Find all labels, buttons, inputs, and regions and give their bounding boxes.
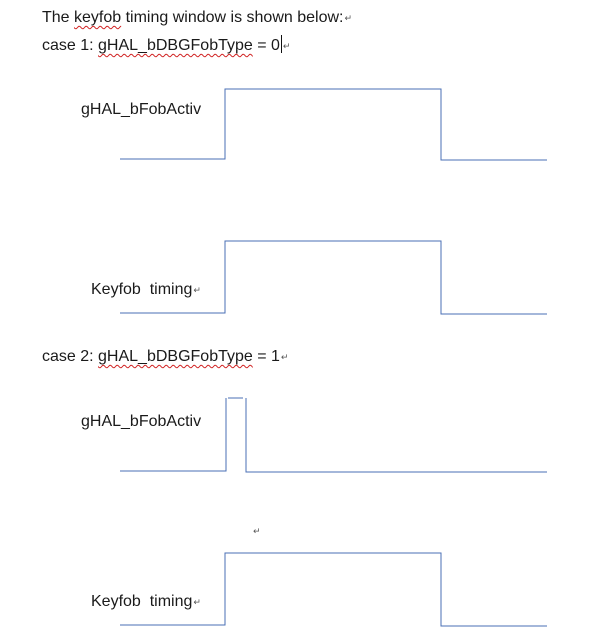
paragraph-mark-icon: ↵ [344,13,353,23]
paragraph-mark-icon: ↵ [280,352,289,362]
paragraph-mark-icon: ↵ [282,41,291,51]
case1-keyfob-timing-text: Keyfob timing [91,281,193,298]
case2-fobactiv-waveform [120,398,227,472]
case1-fobactiv-waveform [120,88,547,161]
case2-suffix: = 1 [252,348,280,365]
paragraph-mark-icon: ↵ [253,527,261,537]
case1-prefix: case 1: [42,37,99,54]
case2-variable: gHAL_bDBGFobType [98,348,253,365]
intro-before: The [42,9,75,26]
intro-keyfob-word: keyfob [74,9,122,26]
case2-prefix: case 2: [42,348,99,365]
paragraph-mark-icon: ↵ [193,597,201,607]
text-cursor [280,35,282,53]
case2-signal-keyfob-timing-label: Keyfob timing↵ [91,592,201,612]
case2-keyfob-timing-text: Keyfob timing [91,593,193,610]
case2-fobactiv-waveform-tail [245,398,547,473]
case1-suffix: = 0 [252,37,280,54]
case2-signal-fobactiv-label: gHAL_bFobActiv [81,413,202,430]
case1-signal-keyfob-timing-label: Keyfob timing↵ [91,280,201,300]
case2-heading: case 2: gHAL_bDBGFobType = 1↵ [42,347,288,367]
intro-after: timing window is shown below: [121,9,344,26]
case1-variable: gHAL_bDBGFobType [98,37,253,54]
paragraph-mark-icon: ↵ [193,285,201,295]
intro-line: The keyfob timing window is shown below:… [42,8,352,28]
case2-keyfob-timing-waveform [120,552,547,627]
case1-heading: case 1: gHAL_bDBGFobType = 0↵ [42,35,290,56]
case1-signal-fobactiv-label: gHAL_bFobActiv [81,101,202,118]
case1-keyfob-timing-waveform [120,240,547,315]
